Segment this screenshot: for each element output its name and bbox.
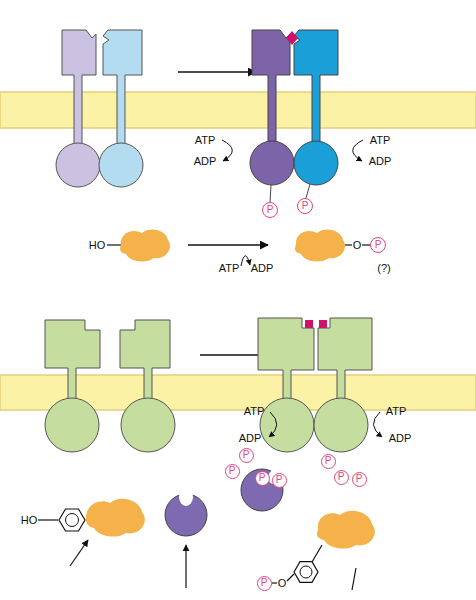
chemical-bond	[272, 582, 277, 583]
kinase-domain	[56, 143, 100, 187]
reaction-curl	[241, 256, 250, 266]
receptor-subunit	[103, 30, 142, 145]
receptor-subunit	[62, 30, 96, 145]
phosphate-circle: P	[321, 454, 336, 469]
phosphate-symbol: P	[302, 201, 309, 211]
membrane-band	[0, 92, 476, 128]
kinase-domain	[45, 398, 99, 452]
phosphate-symbol: P	[243, 450, 250, 460]
chemical-bond	[345, 244, 352, 245]
phosphate-bond	[270, 185, 271, 202]
reagent-label: ADP	[239, 433, 262, 444]
phosphate-symbol: P	[375, 240, 382, 250]
reagent-label: ADP	[389, 433, 412, 444]
pointer-arrow	[185, 545, 186, 588]
phosphate-circle: P	[225, 464, 240, 479]
atom-label: O	[353, 240, 362, 251]
binding-protein	[241, 469, 283, 511]
phosphate-bond	[306, 184, 310, 198]
kinase-domain	[99, 143, 143, 187]
phosphate-circle: P	[297, 198, 313, 214]
phosphate-circle: P	[370, 237, 386, 253]
phosphate-symbol: P	[261, 578, 268, 588]
reagent-label: ADP	[369, 156, 392, 167]
reaction-curl	[222, 140, 232, 161]
reagent-label: ATP	[219, 263, 240, 274]
substrate-protein	[317, 511, 375, 549]
pointer-line	[352, 568, 356, 590]
pointer-arrow	[70, 540, 88, 566]
phosphate-circle: P	[272, 473, 287, 488]
receptor-subunit	[252, 30, 290, 143]
receptor-subunit	[318, 318, 372, 400]
ligand	[305, 320, 313, 328]
ligand	[319, 320, 327, 328]
kinase-domain	[121, 398, 175, 452]
phosphate-symbol: P	[338, 472, 345, 482]
substrate-protein	[120, 229, 170, 261]
receptor-subunit	[45, 320, 100, 400]
phosphate-circle: P	[255, 471, 270, 486]
phosphate-symbol: P	[276, 475, 283, 485]
reagent-label: ADP	[251, 263, 274, 274]
reaction-curl	[373, 412, 382, 437]
binding-pocket	[179, 488, 193, 506]
phosphate-symbol: P	[229, 466, 236, 476]
reagent-label: ADP	[194, 156, 217, 167]
note-label: (?)	[377, 263, 390, 274]
phenyl-ring	[66, 514, 79, 527]
phenyl-ring	[300, 566, 312, 578]
phosphate-circle: P	[257, 576, 272, 591]
reagent-label: ATP	[370, 135, 391, 146]
phenyl-ring	[294, 562, 318, 583]
reaction-arrow	[188, 244, 268, 246]
reagent-label: ATP	[386, 406, 407, 417]
phosphate-symbol: P	[356, 474, 363, 484]
reaction-curl	[353, 140, 363, 161]
kinase-domain	[314, 398, 368, 452]
kinase-domain	[250, 141, 294, 185]
chemical-bond	[362, 244, 370, 245]
reagent-label: ATP	[195, 135, 216, 146]
phosphate-circle: P	[239, 448, 254, 463]
hydroxyl-label: HO	[89, 240, 106, 251]
phenyl-ring	[59, 509, 85, 531]
phosphate-symbol: P	[325, 456, 332, 466]
phosphate-symbol: P	[259, 473, 266, 483]
chemical-bond	[107, 244, 121, 245]
receptor-subunit	[294, 30, 338, 143]
ligand	[286, 31, 298, 45]
reaction-curl	[269, 412, 277, 437]
substrate-protein	[86, 499, 145, 537]
substrate-protein	[295, 229, 345, 261]
chemical-bond	[287, 574, 294, 581]
phosphate-circle: P	[352, 472, 367, 487]
receptor-subunit	[258, 318, 314, 400]
receptor-subunit	[120, 320, 170, 400]
phosphate-circle: P	[334, 470, 349, 485]
chemical-bond	[38, 519, 58, 520]
kinase-domain	[294, 141, 338, 185]
hydroxyl-label: HO	[21, 515, 38, 526]
chemical-bond	[312, 545, 322, 562]
kinase-domain	[260, 398, 314, 452]
reaction-arrow	[178, 71, 256, 73]
phosphate-circle: P	[262, 202, 278, 218]
atom-label: O	[278, 578, 287, 589]
phosphate-symbol: P	[267, 205, 274, 215]
reagent-label: ATP	[244, 406, 265, 417]
